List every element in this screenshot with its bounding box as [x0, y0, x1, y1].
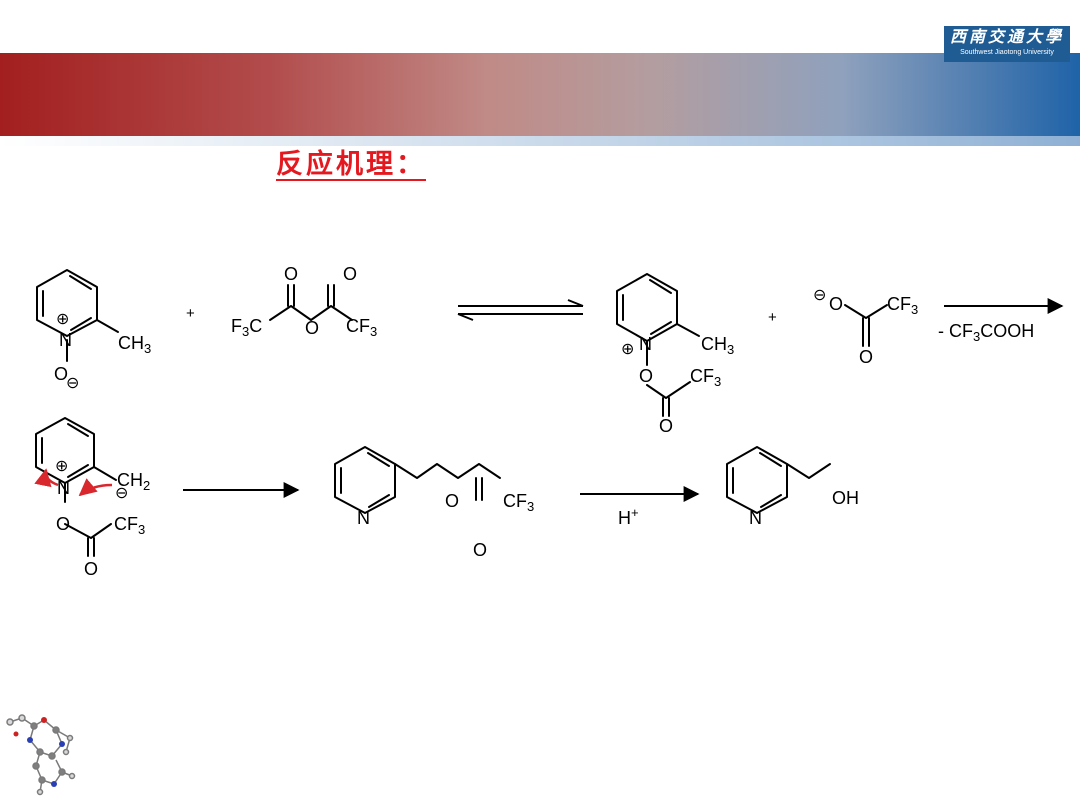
side-product-suffix: COOH [980, 321, 1034, 341]
acid-catalyst-label: H+ [618, 505, 639, 528]
m4-nitrogen: N [357, 508, 370, 528]
pyridine-ring-1 [36, 269, 98, 337]
m2-ester-oxygen: O [639, 366, 653, 386]
m4-cf3-cf: CF [503, 491, 527, 511]
m3-nitrogen: N [57, 478, 70, 498]
m3-cf3-cf: CF [114, 514, 138, 534]
pyridine-ring-5 [726, 446, 788, 514]
anhydride-cf3-right: CF3 [346, 316, 377, 339]
m5-nitrogen: N [749, 508, 762, 528]
pyridine-ring-4 [334, 446, 396, 514]
m2-carbonyl-oxygen: O [659, 416, 673, 436]
trifluoroacetic-anhydride-bonds [269, 305, 353, 321]
header-gradient-strip [0, 136, 1080, 146]
m1-methyl: CH3 [118, 333, 151, 356]
anhydride-f: F [231, 316, 242, 336]
acetate-carbonyl-oxygen: O [859, 347, 873, 367]
acetate-cf3: CF3 [887, 294, 918, 317]
m1-nitrogen: N [59, 330, 72, 350]
m2-methyl-sub: 3 [727, 342, 734, 357]
m4-cf3: CF3 [503, 491, 534, 514]
acetate-minus-charge: ⊖ [813, 287, 826, 304]
m3-cf3-sub: 3 [138, 522, 145, 537]
anhydride-f-sub: 3 [242, 324, 249, 339]
m5-hydroxyl: OH [832, 488, 859, 508]
m2-methyl-ch: CH [701, 334, 727, 354]
m3-methylene-sub: 2 [143, 478, 150, 493]
m1-methyl-sub: 3 [144, 341, 151, 356]
m3-ester-oxygen: O [56, 514, 70, 534]
m2-cf3-cf: CF [690, 366, 714, 386]
reaction-arrows [183, 298, 1064, 502]
anhydride-cf3-right-cf: CF [346, 316, 370, 336]
m3-minus-charge: ⊖ [115, 485, 128, 502]
m4-ester-oxygen: O [445, 491, 459, 511]
acetate-cf3-sub: 3 [911, 302, 918, 317]
m2-nitrogen: N [639, 334, 652, 354]
acetate-cf3-cf: CF [887, 294, 911, 314]
equilibrium-arrow-reverse [457, 313, 583, 321]
m1-oxygen: O [54, 364, 68, 384]
m3-cf3: CF3 [114, 514, 145, 537]
electron-pushing-arrows [34, 468, 113, 497]
anhydride-cf3-left: F3C [231, 316, 262, 339]
trifluoroacetate-bonds [844, 304, 888, 319]
m3-methylene: CH2 [117, 470, 150, 493]
m3-carbonyl-oxygen: O [84, 559, 98, 579]
acid-catalyst-sup: + [631, 505, 639, 520]
anhydride-carbonyl-o2: O [343, 264, 357, 284]
m1-plus-charge: ⊕ [56, 311, 69, 328]
pyridine-ring-2 [616, 273, 678, 342]
anhydride-c: C [249, 316, 262, 336]
equilibrium-arrow-forward [458, 299, 584, 307]
m1-methyl-ch: CH [118, 333, 144, 353]
m4-cf3-sub: 3 [527, 499, 534, 514]
m2-plus-charge: ⊕ [621, 341, 634, 358]
side-product-label: - CF3COOH [938, 321, 1034, 344]
acetate-oxygen: O [829, 294, 843, 314]
m2-cf3-sub: 3 [714, 374, 721, 389]
anhydride-carbonyl-o1: O [284, 264, 298, 284]
decorative-molecule-model [6, 714, 76, 796]
m4-carbonyl-oxygen: O [473, 540, 487, 560]
acid-catalyst-h: H [618, 508, 631, 528]
university-logo: 西南交通大學 Southwest Jiaotong University [944, 26, 1070, 62]
side-product-prefix: - CF [938, 321, 973, 341]
m3-methylene-ch: CH [117, 470, 143, 490]
m2-methyl: CH3 [701, 334, 734, 357]
m1-minus-charge: ⊖ [66, 375, 79, 392]
section-title: 反应机理： [276, 149, 426, 180]
header-banner [0, 53, 1080, 136]
logo-english-name: Southwest Jiaotong University [960, 49, 1054, 56]
plus-sign-1: + [186, 305, 195, 322]
m3-plus-charge: ⊕ [55, 458, 68, 475]
anhydride-cf3-right-sub: 3 [370, 324, 377, 339]
m2-cf3: CF3 [690, 366, 721, 389]
anhydride-bridging-o: O [305, 318, 319, 338]
plus-sign-2: + [768, 309, 777, 326]
side-product-sub: 3 [973, 329, 980, 344]
logo-chinese-name: 西南交通大學 [949, 27, 1064, 46]
